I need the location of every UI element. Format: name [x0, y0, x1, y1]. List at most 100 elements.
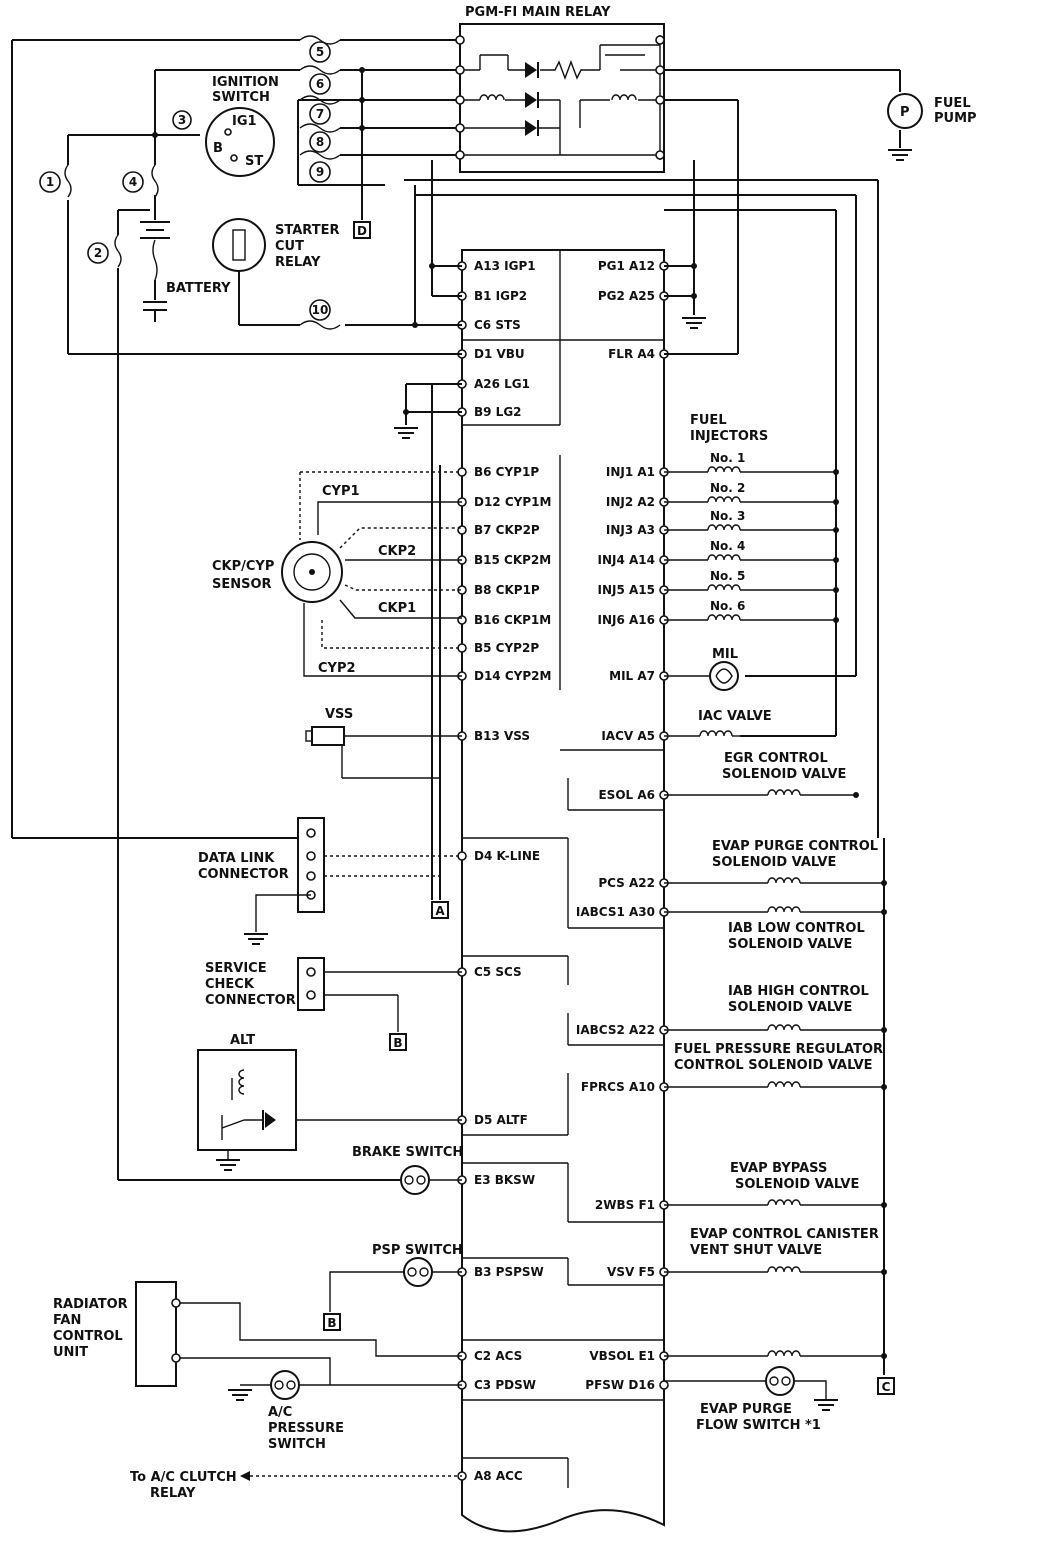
connector-ref-box — [353, 221, 371, 239]
ac-clutch-label-2: RELAY — [150, 1486, 196, 1501]
junction-dot — [881, 1353, 887, 1359]
junction-dot — [881, 880, 887, 886]
data-link-connector-label-2: CONNECTOR — [198, 867, 289, 882]
evap-purge-label-2: SOLENOID VALVE — [712, 855, 836, 870]
brake-switch: BRAKE SWITCH — [352, 1145, 463, 1195]
solenoid-coil — [767, 789, 801, 796]
st-terminal: ST — [245, 154, 263, 169]
radiator-fan-control-unit: RADIATOR FAN CONTROL UNIT — [53, 1281, 462, 1387]
ignition-switch-label-1: IGNITION — [212, 75, 279, 90]
ckp-cyp-sensor-label-2: SENSOR — [212, 577, 272, 592]
ignition-switch-label-2: SWITCH — [212, 90, 270, 105]
pcm-right-pin-label: INJ1 A1 — [606, 465, 655, 479]
junction-dot — [881, 1202, 887, 1208]
injector-label: No. 6 — [710, 599, 745, 613]
logic-ground-wiring — [403, 383, 462, 900]
iac-coil — [699, 730, 733, 737]
battery-label: BATTERY — [166, 281, 231, 296]
fuse-3-circle — [172, 110, 192, 130]
pcm-left-pin-label: C3 PDSW — [474, 1378, 536, 1392]
radiator-label-1: RADIATOR — [53, 1297, 128, 1312]
pcm-right-pin-label: PG1 A12 — [598, 259, 655, 273]
pcm-left-pin-label: C2 ACS — [474, 1349, 522, 1363]
ckp-cyp-sensor-label-1: CKP/CYP — [212, 559, 274, 574]
fuse-element — [299, 150, 341, 160]
pcm-right-pin-label: PG2 A25 — [598, 289, 655, 303]
connector-ref-letter: A — [435, 904, 445, 918]
fuse-3-number: 3 — [178, 113, 186, 127]
right-wiring: No. 1No. 2No. 3No. 4No. 5No. 6 — [664, 451, 887, 1359]
fuse-element — [151, 164, 159, 198]
injector-label: No. 5 — [710, 569, 745, 583]
pcm-dividers — [462, 250, 664, 1488]
fuse-number: 8 — [316, 135, 324, 149]
solenoid-coil — [767, 1199, 801, 1206]
mil-lamp — [709, 661, 739, 691]
ac-clutch-relay-arrow: To A/C CLUTCH RELAY — [130, 1470, 462, 1501]
fuse-number: 5 — [316, 45, 324, 59]
ignition-switch: IGNITION SWITCH IG1 B ST — [205, 75, 279, 177]
fuse-number-circle — [87, 242, 109, 264]
pcm-pin — [457, 851, 467, 861]
solenoid-coil — [767, 906, 801, 913]
battery: BATTERY — [140, 221, 231, 322]
solenoid-coil — [767, 1350, 801, 1357]
fuse-number-circle — [309, 161, 331, 183]
relay-title: PGM-FI MAIN RELAY — [465, 5, 611, 20]
connector-ref-box — [431, 901, 449, 919]
connector-ref-letter: B — [327, 1316, 336, 1330]
pcm-left-pin-label: B3 PSPSW — [474, 1265, 544, 1279]
fuel-pump-label-1: FUEL — [934, 96, 971, 111]
fuse-number: 2 — [94, 246, 102, 260]
fuel-pump-label-2: PUMP — [934, 111, 977, 126]
junction-dot — [881, 1084, 887, 1090]
pcm-right-pin-label: ESOL A6 — [598, 788, 655, 802]
fuse-number: 1 — [46, 175, 54, 189]
data-link-connector: DATA LINK CONNECTOR — [198, 817, 462, 932]
fuse-element — [299, 65, 341, 75]
evap-bypass-label-2: SOLENOID VALVE — [735, 1177, 859, 1192]
evap-canister-label-1: EVAP CONTROL CANISTER — [690, 1227, 879, 1242]
pcm-right-pin-label: INJ5 A15 — [598, 583, 656, 597]
starter-cut-relay-label-3: RELAY — [275, 255, 321, 270]
right-labels: FUEL INJECTORS MIL IAC VALVE EGR CONTROL… — [674, 413, 883, 1433]
connector-ref-box — [323, 1313, 341, 1331]
cyp1-wire-label: CYP1 — [322, 484, 360, 499]
pcm-pin — [457, 525, 467, 535]
connector-ref-letter: B — [393, 1036, 402, 1050]
service-check-label-1: SERVICE — [205, 961, 267, 976]
ckp1-wire-label: CKP1 — [378, 601, 416, 616]
connector-ref-box — [877, 1377, 895, 1395]
service-check-connector: SERVICE CHECK CONNECTOR — [205, 957, 462, 1032]
fuse-number-circle — [309, 103, 331, 125]
pcm-left-pin-label: B5 CYP2P — [474, 641, 539, 655]
pcm-left-pin-label: B9 LG2 — [474, 405, 522, 419]
fuse-number-circle — [122, 171, 144, 193]
iab-high-label-1: IAB HIGH CONTROL — [728, 984, 869, 999]
fuse-number-circle — [309, 299, 331, 321]
pcm-right-pin-label: FPRCS A10 — [581, 1080, 655, 1094]
injector-coil — [707, 584, 741, 591]
ckp2-wire-label: CKP2 — [378, 544, 416, 559]
fuel-injectors-label-2: INJECTORS — [690, 429, 768, 444]
iab-high-label-2: SOLENOID VALVE — [728, 1000, 852, 1015]
relay-pins — [152, 35, 697, 328]
fuse-element — [299, 35, 341, 45]
injector-label: No. 4 — [710, 539, 745, 553]
junction-dot — [853, 792, 859, 798]
service-check-label-3: CONNECTOR — [205, 993, 296, 1008]
vss-label: VSS — [325, 707, 353, 722]
injector-coil — [707, 554, 741, 561]
pcm-left-pin-label: A8 ACC — [474, 1469, 523, 1483]
iab-low-label-2: SOLENOID VALVE — [728, 937, 852, 952]
pcm-left-pin-label: B15 CKP2M — [474, 553, 551, 567]
pcm-right-pin-label: FLR A4 — [608, 347, 655, 361]
pcm-right-pin-label: PCS A22 — [598, 876, 655, 890]
fpr-label-1: FUEL PRESSURE REGULATOR — [674, 1042, 883, 1057]
fuel-injectors-label-1: FUEL — [690, 413, 727, 428]
pcm-right-pin-label: INJ4 A14 — [598, 553, 656, 567]
solenoid-coil — [767, 1024, 801, 1031]
starter-cut-relay: STARTER CUT RELAY — [212, 218, 339, 272]
